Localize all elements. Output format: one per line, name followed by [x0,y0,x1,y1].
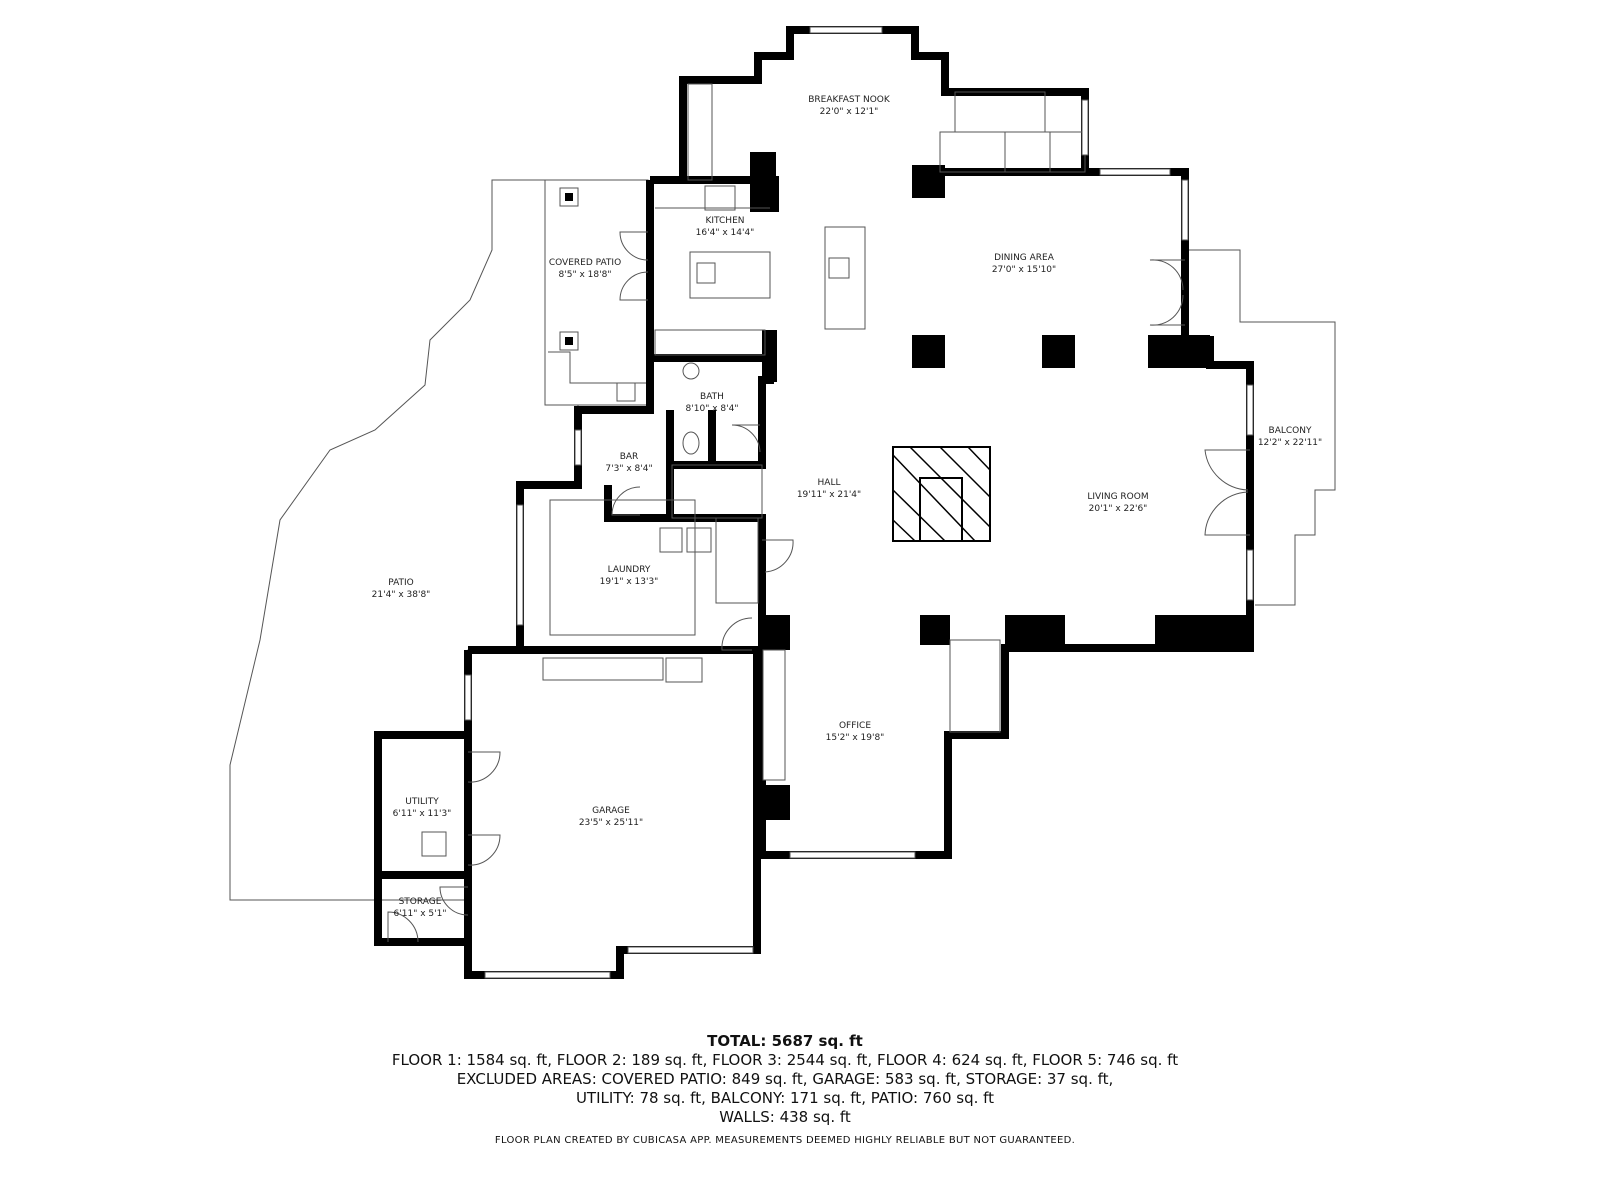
room-dims: 20'1" x 22'6" [1089,504,1148,514]
room-name: OFFICE [839,721,871,731]
room-dims: 8'5" x 18'8" [559,270,612,280]
column [920,615,950,645]
room-dims: 27'0" x 15'10" [992,265,1056,275]
bath-sink [682,362,700,380]
balcony-outline [1188,249,1336,606]
room-dims: 16'4" x 14'4" [696,228,755,238]
room-name: BALCONY [1269,426,1312,436]
room-dims: 19'1" x 13'3" [600,577,659,587]
area-summary: TOTAL: 5687 sq. ft FLOOR 1: 1584 sq. ft,… [0,1032,1570,1127]
pantry-counter [687,83,713,181]
room-dims: 15'2" x 19'8" [826,733,885,743]
room-name: KITCHEN [706,216,745,226]
room-name: PATIO [388,578,414,588]
cabinets [654,329,766,356]
garage-cabinet [665,657,703,683]
excluded-areas-cont: UTILITY: 78 sq. ft, BALCONY: 171 sq. ft,… [575,1089,995,1107]
column [1005,615,1065,648]
column [1155,615,1250,648]
room-name: HALL [818,478,841,488]
washer [659,527,683,553]
room-dims: 8'10" x 8'4" [686,404,739,414]
water-heater [421,831,447,857]
column [762,615,790,650]
column [1148,335,1210,368]
laundry-counter [549,499,696,636]
column [1042,335,1075,368]
room-dims: 23'5" x 25'11" [579,818,643,828]
room-name: GARAGE [592,806,630,816]
post [565,337,573,345]
garage-wall [464,646,761,979]
sink [616,382,636,402]
walls-area: WALLS: 438 sq. ft [719,1108,851,1126]
room-dims: 6'11" x 11'3" [393,809,452,819]
room-name: BREAKFAST NOOK [808,95,891,105]
garage-shelves [542,657,664,681]
doors [387,231,1250,943]
windows [464,26,1254,979]
dryer [686,527,712,553]
room-dims: 7'3" x 8'4" [605,464,652,474]
room-dims: 21'4" x 38'8" [372,590,431,600]
fireplace-icon [892,446,991,542]
kitchen-island [689,251,771,299]
room-name: LAUNDRY [608,565,651,575]
floor-areas: FLOOR 1: 1584 sq. ft, FLOOR 2: 189 sq. f… [391,1051,1179,1069]
exterior-wall [679,26,1089,180]
utility-wall [374,731,468,946]
patio-outline [229,179,579,901]
credit-note: FLOOR PLAN CREATED BY CUBICASA APP. MEAS… [494,1135,1076,1146]
total-area: TOTAL: 5687 sq. ft [707,1032,863,1050]
excluded-areas: EXCLUDED AREAS: COVERED PATIO: 849 sq. f… [456,1070,1114,1088]
room-name: BATH [700,392,724,402]
room-name: COVERED PATIO [549,258,621,268]
room-dims: 12'2" x 22'11" [1258,438,1322,448]
column [762,785,790,820]
counter-outline [548,351,648,384]
stove-icon [704,185,736,211]
toilet-icon [682,431,700,455]
room-dims: 19'11" x 21'4" [797,490,861,500]
room-name: LIVING ROOM [1087,492,1148,502]
room-dims: 22'0" x 12'1" [820,107,879,117]
room-dims: 6'11" x 5'1" [394,909,447,919]
post [565,193,573,201]
room-name: BAR [620,452,639,462]
bath-wall [516,358,654,650]
island-counter [824,226,866,330]
room-name: DINING AREA [994,253,1055,263]
room-name: STORAGE [399,897,442,907]
column [912,335,945,368]
column [762,330,777,382]
covered-patio-outline [544,179,649,406]
sink-icon [696,262,716,284]
sink-icon [828,257,850,279]
column [750,152,776,212]
room-name: UTILITY [405,797,439,807]
